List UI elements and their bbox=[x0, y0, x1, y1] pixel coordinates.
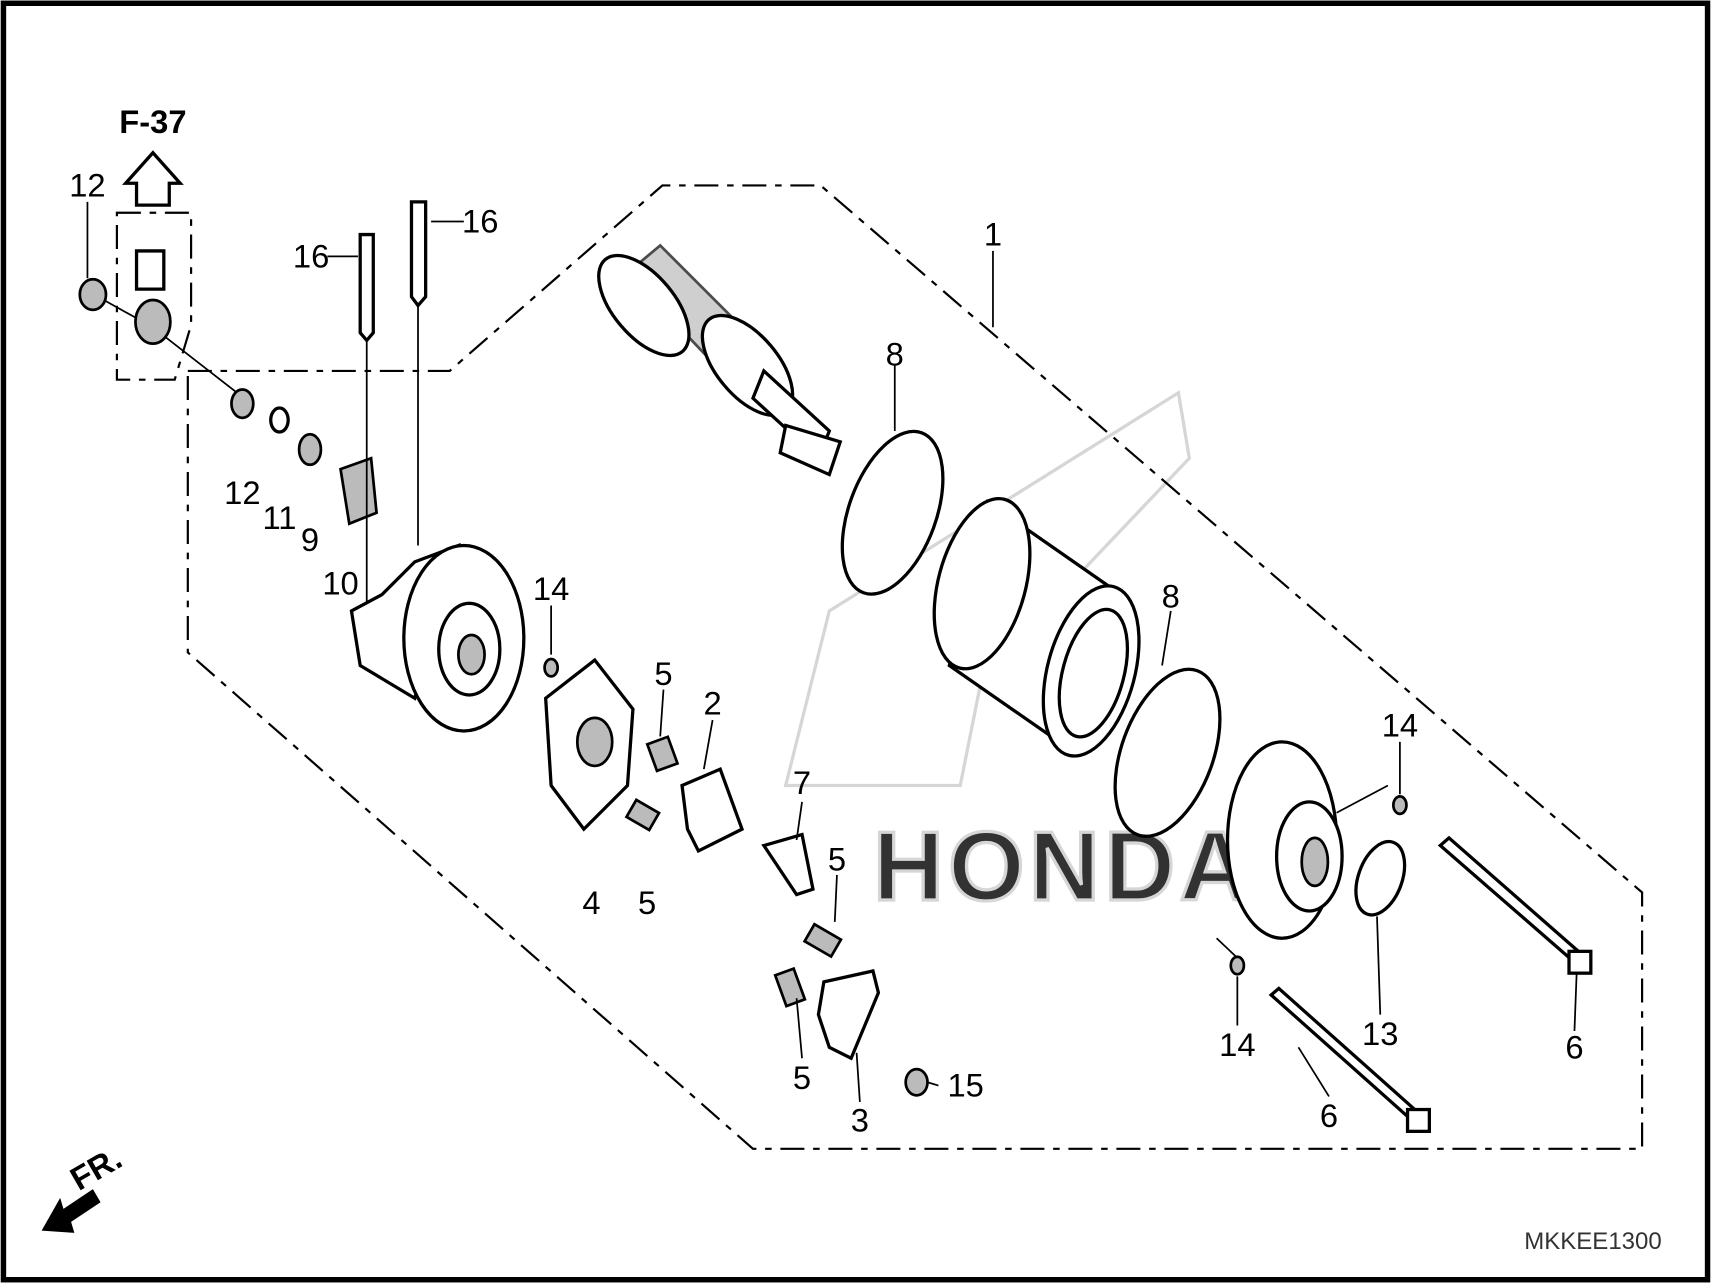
spring-5a bbox=[645, 735, 680, 773]
callout-13: 13 bbox=[1362, 1015, 1398, 1052]
callout-5: 5 bbox=[638, 884, 656, 921]
callout-12: 12 bbox=[224, 474, 260, 511]
terminal-boot bbox=[134, 249, 166, 291]
nut-12b bbox=[230, 388, 255, 420]
spring-5c bbox=[802, 922, 843, 959]
bolt-6b-head bbox=[1405, 1107, 1431, 1133]
brush-2 bbox=[680, 766, 745, 854]
bolt-6a bbox=[1437, 835, 1585, 965]
terminal-cap bbox=[134, 298, 172, 346]
diagram-code: MKKEE1300 bbox=[1524, 1228, 1661, 1255]
front-cover bbox=[349, 542, 526, 733]
spring-5d bbox=[773, 966, 807, 1008]
callout-9: 9 bbox=[301, 521, 319, 558]
callout-4: 4 bbox=[582, 884, 600, 921]
terminal-10 bbox=[339, 456, 379, 526]
brush-holder-4 bbox=[543, 657, 635, 832]
callout-7: 7 bbox=[793, 764, 811, 801]
front-arrow-icon bbox=[41, 1189, 101, 1233]
callout-1: 1 bbox=[984, 215, 1002, 252]
washer-14a bbox=[543, 657, 560, 678]
assembly-outline bbox=[186, 184, 1644, 1150]
callout-16: 16 bbox=[462, 202, 498, 239]
callout-5: 5 bbox=[793, 1059, 811, 1096]
o-ring-8b bbox=[1113, 667, 1222, 838]
callout-5: 5 bbox=[654, 655, 672, 692]
washer-14c bbox=[1229, 955, 1246, 976]
reference-arrow-icon bbox=[121, 150, 184, 207]
callout-8: 8 bbox=[1162, 578, 1180, 615]
o-ring-13 bbox=[1354, 839, 1407, 917]
callout-14: 14 bbox=[533, 570, 569, 607]
screw-15 bbox=[904, 1067, 929, 1097]
callout-12: 12 bbox=[69, 166, 105, 203]
washer-11 bbox=[269, 406, 290, 434]
callout-6: 6 bbox=[1320, 1097, 1338, 1134]
callout-16: 16 bbox=[293, 237, 329, 274]
brush-3 bbox=[816, 969, 881, 1061]
rear-cover bbox=[1225, 740, 1344, 940]
armature bbox=[597, 243, 843, 477]
bolt-6b bbox=[1268, 986, 1421, 1122]
bolt-6a-head bbox=[1567, 949, 1593, 975]
front-marker-label: FR. bbox=[64, 1139, 128, 1197]
callout-5: 5 bbox=[828, 841, 846, 878]
o-ring-8a bbox=[840, 429, 945, 596]
callout-2: 2 bbox=[703, 685, 721, 722]
honda-watermark: HONDA bbox=[783, 390, 1255, 923]
nut-12 bbox=[78, 277, 108, 312]
callout-10: 10 bbox=[322, 565, 358, 602]
callout-11: 11 bbox=[262, 499, 296, 536]
watermark-lettering: HONDA bbox=[873, 811, 1255, 921]
terminal-bolt-7 bbox=[761, 832, 815, 897]
washer-14b bbox=[1391, 795, 1408, 816]
spring-5b bbox=[624, 798, 661, 832]
callout-14: 14 bbox=[1219, 1026, 1255, 1063]
reference-box bbox=[115, 211, 193, 381]
bolt-16a bbox=[358, 232, 375, 343]
callout-8: 8 bbox=[886, 335, 904, 372]
callout-15: 15 bbox=[947, 1066, 983, 1103]
callout-14: 14 bbox=[1382, 706, 1418, 743]
reference-label: F-37 bbox=[119, 103, 186, 140]
insulator-9 bbox=[297, 432, 323, 467]
yoke bbox=[932, 496, 1141, 758]
bolt-16b bbox=[409, 200, 428, 309]
callout-3: 3 bbox=[851, 1101, 869, 1138]
callout-6: 6 bbox=[1565, 1028, 1583, 1065]
